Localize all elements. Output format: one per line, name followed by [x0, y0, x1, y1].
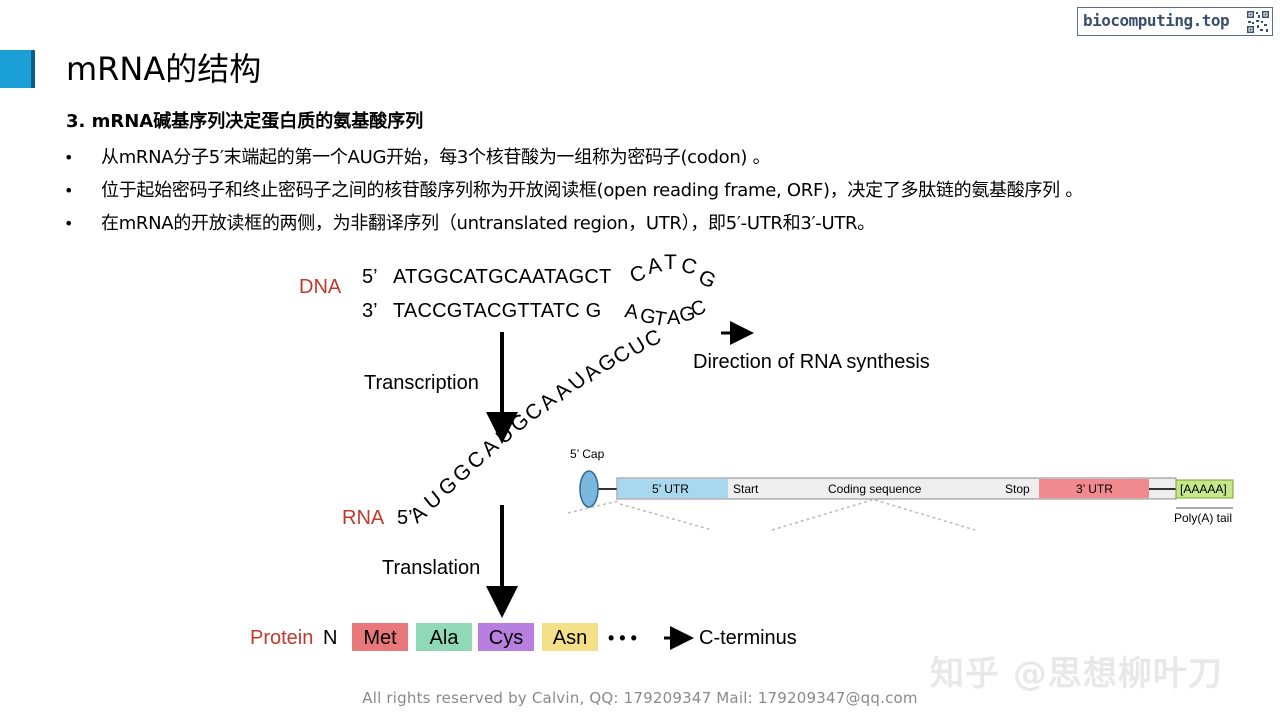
sequence-letter: T: [652, 307, 668, 331]
ellipsis: • • •: [608, 628, 637, 648]
dna-top-prefix: 5’: [362, 266, 378, 288]
cap-label: 5’ Cap: [570, 447, 605, 461]
dna-top-sequence: ATGGCATGCAATAGCT: [393, 266, 611, 288]
amino-acid-box: [478, 623, 534, 651]
bullet-marker: •: [64, 148, 74, 167]
list-item: • 位于起始密码子和终止密码子之间的核苷酸序列称为开放阅读框(open read…: [62, 177, 1277, 210]
amino-acid-label: Cys: [489, 627, 523, 649]
footer-copyright: All rights reserved by Calvin, QQ: 17920…: [362, 689, 918, 707]
sequence-letter: C: [627, 261, 649, 288]
section-subheading: 3. mRNA碱基序列决定蛋白质的氨基酸序列: [66, 111, 424, 132]
bullet-text: 位于起始密码子和终止密码子之间的核苷酸序列称为开放阅读框(open readin…: [101, 180, 1083, 201]
brand-text: biocomputing.top: [1083, 11, 1230, 30]
bullet-marker: •: [64, 214, 74, 233]
amino-acid-label: Met: [363, 627, 397, 649]
qr-code-icon: [1246, 10, 1270, 34]
c-terminus-label: C-terminus: [699, 627, 797, 649]
bullet-text: 在mRNA的开放读框的两侧，为非翻译序列（untranslated region…: [101, 213, 875, 234]
rna-label: RNA: [342, 507, 385, 529]
amino-acid-chain: Met Ala Cys Asn: [352, 623, 598, 651]
sequence-letter: A: [667, 307, 681, 329]
amino-acid-box: [352, 623, 408, 651]
sequence-letter: G: [677, 302, 697, 327]
polya-tail-label: Poly(A) tail: [1174, 511, 1232, 525]
sequence-letter: T: [664, 251, 677, 274]
transcription-label: Transcription: [364, 372, 479, 394]
zoom-guide-mid-1: [771, 499, 873, 531]
rna-prefix: 5’: [397, 507, 413, 529]
amino-acid-box: [416, 623, 472, 651]
amino-acid-label: Asn: [553, 627, 587, 649]
page-title: mRNA的结构: [66, 50, 262, 88]
cap-icon: [579, 470, 599, 508]
direction-label: Direction of RNA synthesis: [693, 351, 930, 373]
coding-sequence-label: Coding sequence: [828, 482, 922, 496]
dna-bottom-sequence: TACCGTACGTTATC G: [393, 300, 601, 322]
dna-bottom-prefix: 3’: [362, 300, 378, 322]
list-item: • 从mRNA分子5′末端起的第一个AUG开始，每3个核苷酸为一组称为密码子(c…: [62, 144, 1277, 177]
zoom-guide-left: [567, 500, 619, 514]
watermark: 知乎 @思想柳叶刀: [930, 654, 1223, 694]
sequence-letter: G: [638, 304, 658, 329]
polya-tail-box: [1175, 479, 1234, 499]
title-accent-bar: [0, 50, 35, 88]
start-label: Start: [733, 482, 759, 496]
list-item: • 在mRNA的开放读框的两侧，为非翻译序列（untranslated regi…: [62, 210, 1277, 243]
amino-acid-label: Ala: [430, 627, 460, 649]
brand-badge: biocomputing.top: [1077, 7, 1273, 36]
protein-n-terminus: N: [323, 627, 337, 649]
sequence-letter: G: [695, 266, 719, 294]
bullet-text: 从mRNA分子5′末端起的第一个AUG开始，每3个核苷酸为一组称为密码子(cod…: [101, 147, 771, 168]
bullet-marker: •: [64, 181, 74, 200]
sequence-letter: A: [623, 300, 640, 324]
sequence-letter: A: [645, 253, 663, 278]
dna-label: DNA: [299, 276, 342, 298]
amino-acid-box: [542, 623, 598, 651]
stop-label: Stop: [1005, 482, 1030, 496]
bullet-list: • 从mRNA分子5′末端起的第一个AUG开始，每3个核苷酸为一组称为密码子(c…: [62, 144, 1277, 243]
mrna-structure: 5’ Cap 5’ UTR Start Coding sequence Stop…: [567, 447, 1234, 531]
zoom-guide-left-2: [619, 503, 713, 531]
translation-label: Translation: [382, 557, 480, 579]
utr3-region: [1039, 479, 1149, 498]
sequence-letter: C: [679, 254, 699, 280]
protein-label: Protein: [250, 627, 313, 649]
utr5-label: 5’ UTR: [652, 482, 689, 496]
zoom-guide-mid-2: [874, 499, 976, 531]
utr5-region: [618, 479, 728, 498]
utr3-label: 3’ UTR: [1076, 482, 1113, 496]
polya-box-label: [AAAAA]: [1180, 482, 1227, 496]
